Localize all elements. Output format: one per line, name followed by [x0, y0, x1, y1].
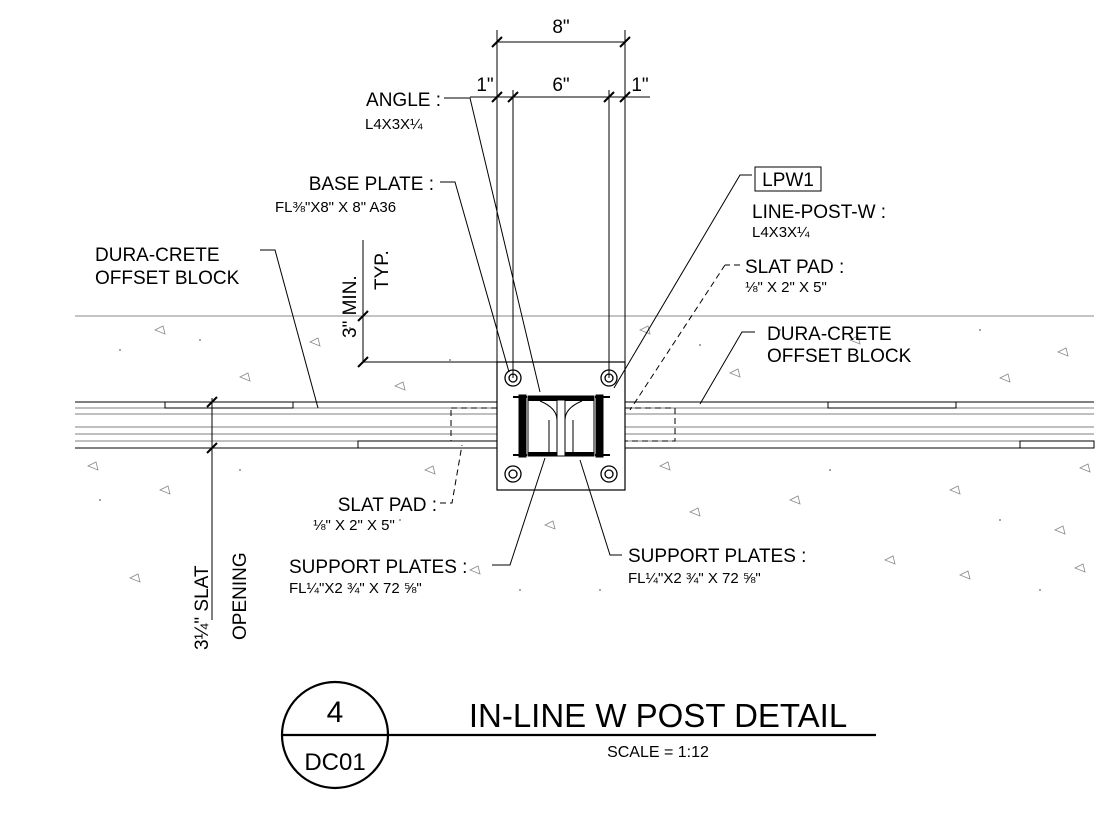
- base-plate-label: BASE PLATE :: [309, 174, 434, 195]
- slat-pad-left-spec: ⅛" X 2" X 5": [313, 517, 395, 534]
- callout-labels: ANGLE : L4X3X¼ BASE PLATE : FL⅜"X8" X 8"…: [95, 90, 912, 597]
- slat-pad-left-label: SLAT PAD :: [338, 495, 437, 516]
- detail-number: 4: [327, 696, 344, 729]
- support-plates-right-spec: FL¼"X2 ¾" X 72 ⅝": [628, 570, 761, 587]
- angle-spec: L4X3X¼: [365, 116, 423, 133]
- duracrete-left-2: OFFSET BLOCK: [95, 268, 240, 289]
- line-post-label: LINE-POST-W :: [752, 202, 886, 223]
- dimension-lines: [200, 30, 650, 620]
- slat-pad-right-spec: ⅛" X 2" X 5": [745, 279, 827, 296]
- dim-opening: OPENING: [230, 552, 251, 640]
- detail-scale: SCALE = 1:12: [607, 744, 709, 761]
- line-post-spec: L4X3X¼: [752, 224, 810, 241]
- dim-slat-opening: 3¼" SLAT: [192, 565, 213, 650]
- base-plate-spec: FL⅜"X8" X 8" A36: [275, 199, 396, 216]
- concrete-dots: [99, 327, 1041, 591]
- w-post: [513, 394, 610, 458]
- dim-center: 6": [552, 75, 569, 96]
- support-plates-left-spec: FL¼"X2 ¾" X 72 ⅝": [289, 580, 422, 597]
- detail-title: IN-LINE W POST DETAIL: [469, 697, 847, 734]
- duracrete-left-1: DURA-CRETE: [95, 245, 220, 266]
- dim-typ: TYP.: [372, 250, 393, 290]
- dim-overall: 8": [552, 17, 569, 38]
- support-plates-right-label: SUPPORT PLATES :: [628, 546, 806, 567]
- lpw1-tag-box: [754, 166, 822, 192]
- slat-pad-right-label: SLAT PAD :: [745, 257, 844, 278]
- dimension-text: 8" 1" 6" 1" 3" MIN. TYP. 3¼" SLAT OPENIN…: [192, 17, 649, 650]
- sheet-number: DC01: [304, 749, 365, 776]
- dim-min: 3" MIN.: [340, 275, 361, 338]
- duracrete-right-1: DURA-CRETE: [767, 324, 892, 345]
- lpw1-tag: LPW1: [762, 170, 814, 191]
- dim-left-edge: 1": [476, 75, 493, 96]
- concrete-stipple: [87, 325, 1091, 583]
- dim-right-edge: 1": [631, 75, 648, 96]
- leader-lines: [260, 97, 755, 566]
- support-plates-left-label: SUPPORT PLATES :: [289, 557, 467, 578]
- duracrete-right-2: OFFSET BLOCK: [767, 346, 912, 367]
- slat-pads: [450, 407, 676, 442]
- angle-label: ANGLE :: [366, 90, 441, 111]
- title-block: 4 DC01 IN-LINE W POST DETAIL SCALE = 1:1…: [280, 680, 876, 790]
